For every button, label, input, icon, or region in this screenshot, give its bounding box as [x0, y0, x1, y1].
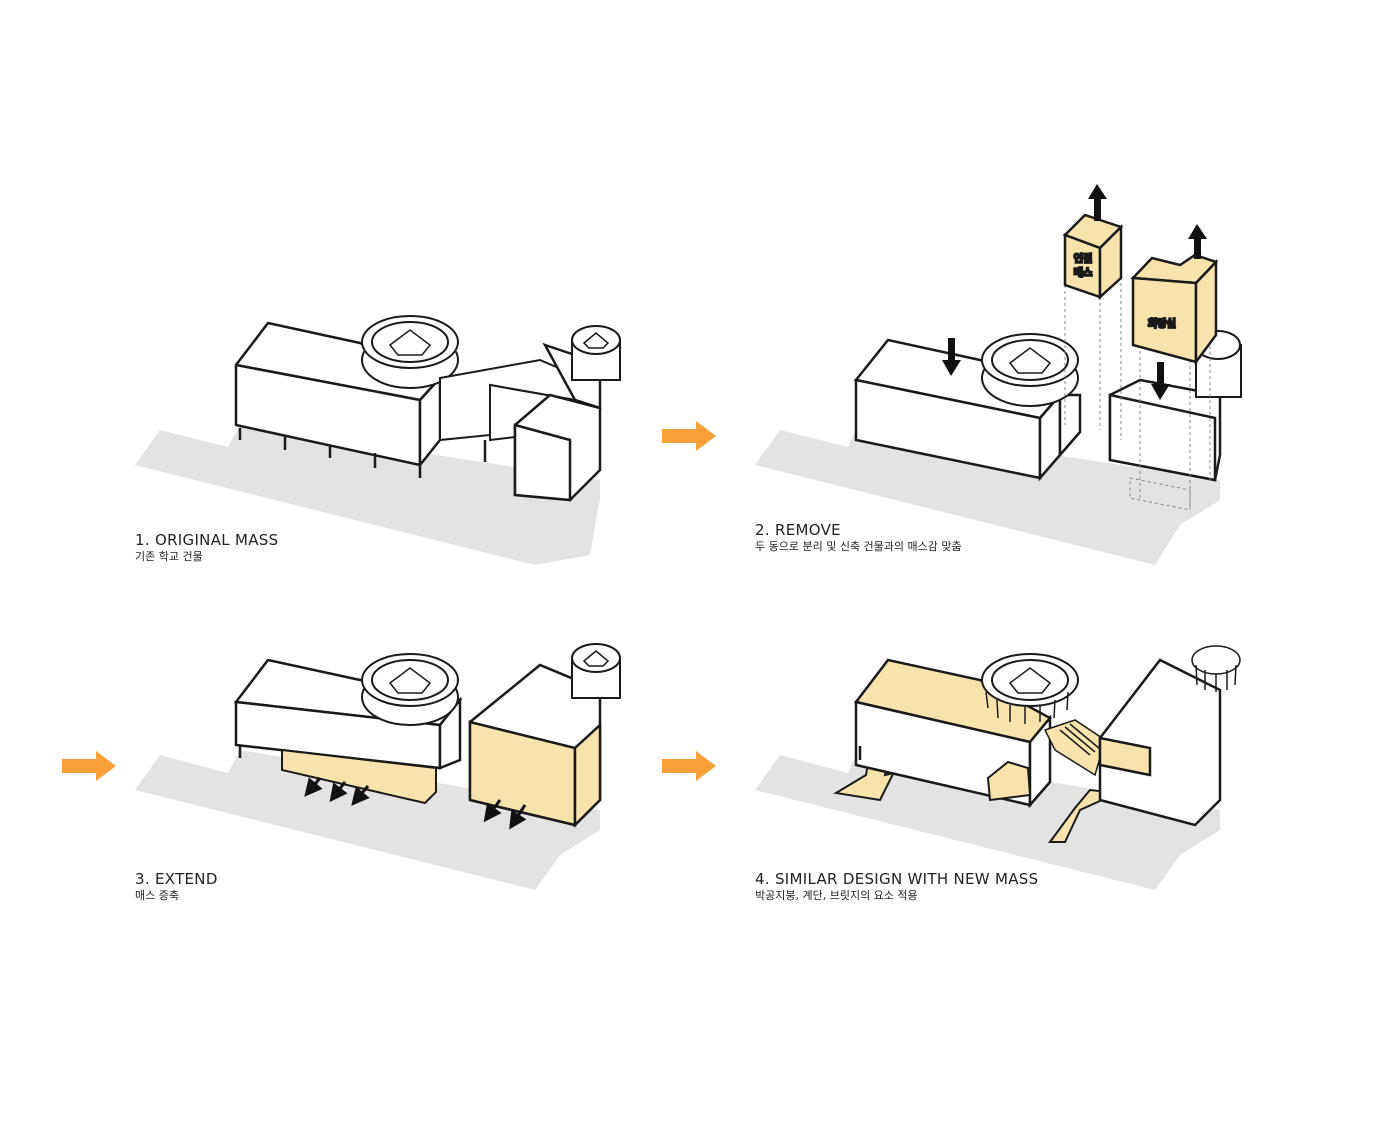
- right-block: [468, 663, 602, 829]
- black-arrow-up-2: [1188, 224, 1207, 259]
- step-3-title: 3. EXTEND: [135, 870, 218, 888]
- ground-plane-main: [135, 425, 600, 565]
- connection-mass-label-2: 매스: [1074, 267, 1092, 279]
- right-block: [513, 342, 602, 502]
- restroom-mass: 화장실: [1130, 253, 1219, 366]
- tower-colonnade: [1191, 645, 1241, 692]
- tower: [571, 643, 621, 699]
- right-block: [1098, 658, 1222, 827]
- tower: [571, 325, 621, 381]
- black-arrow-up-1: [1088, 184, 1107, 221]
- ground-plane: [135, 750, 600, 890]
- caption-step-4: 4. SIMILAR DESIGN WITH NEW MASS 박공지붕, 계단…: [755, 870, 1038, 904]
- step-2-subtitle: 두 동으로 분리 및 신축 건물과의 매스감 맞춤: [755, 540, 962, 553]
- step-1-subtitle: 기존 학교 건물: [135, 550, 203, 563]
- dome: [361, 653, 459, 726]
- ground-plane: [755, 425, 1220, 565]
- black-arrow-down-1: [942, 338, 961, 376]
- panel-similar-design: [755, 645, 1241, 890]
- orange-arrow-2: [62, 751, 116, 781]
- step-3-subtitle: 매스 증축: [135, 889, 179, 902]
- connection-mass-label-1: 연결: [1074, 253, 1092, 265]
- right-block: [1108, 378, 1222, 482]
- restroom-label: 화장실: [1148, 318, 1176, 330]
- orange-arrow-1: [662, 421, 716, 451]
- step-4-title: 4. SIMILAR DESIGN WITH NEW MASS: [755, 870, 1039, 888]
- step-4-subtitle: 박공지붕, 계단, 브릿지의 요소 적용: [755, 889, 918, 902]
- dome: [981, 333, 1079, 407]
- caption-step-1: 1. ORIGINAL MASS 기존 학교 건물: [135, 531, 278, 565]
- caption-step-3: 3. EXTEND 매스 증축: [135, 870, 218, 904]
- dome-colonnade: [981, 653, 1079, 724]
- step-2-title: 2. REMOVE: [755, 521, 841, 539]
- extension-under: [281, 748, 437, 805]
- extend-arrows: [304, 777, 527, 830]
- stair-bridge: [1043, 719, 1106, 777]
- step-1-title: 1. ORIGINAL MASS: [135, 531, 279, 549]
- panel-remove: 연결 매스 화장실: [755, 184, 1242, 565]
- pilotis: [238, 428, 487, 478]
- connection-mass: 연결 매스: [1062, 213, 1124, 300]
- panel-extend: [135, 643, 621, 890]
- gable-house: [986, 760, 1032, 802]
- panel-original-mass: [135, 315, 621, 565]
- dome: [361, 315, 459, 389]
- main-block: [853, 658, 1052, 809]
- tower: [1195, 330, 1242, 398]
- removed-volume-ghost: [1064, 265, 1211, 511]
- caption-step-2: 2. REMOVE 두 동으로 분리 및 신축 건물과의 매스감 맞춤: [755, 521, 962, 555]
- black-arrow-down-2: [1151, 362, 1170, 400]
- orange-arrow-3: [662, 751, 716, 781]
